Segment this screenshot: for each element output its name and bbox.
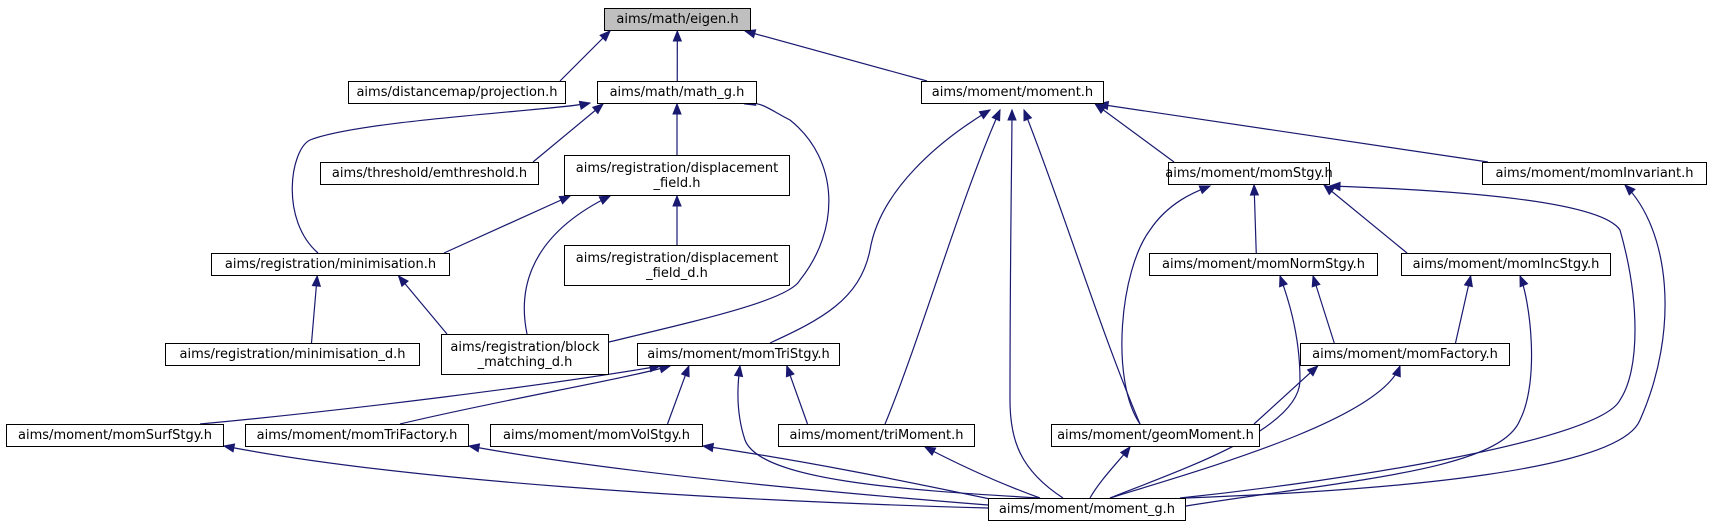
arrowhead-icon bbox=[598, 195, 612, 205]
arrowhead-icon bbox=[591, 103, 605, 115]
node-momTriFactory[interactable]: aims/moment/momTriFactory.h bbox=[245, 424, 469, 447]
edge-geomMoment-to-moment bbox=[1023, 109, 1141, 425]
arrowhead-icon bbox=[578, 100, 592, 111]
edge-geomMoment-to-momStgy bbox=[1121, 185, 1211, 425]
node-momInvariant[interactable]: aims/moment/momInvariant.h bbox=[1482, 162, 1707, 185]
edge-momInvariant-to-moment bbox=[1097, 103, 1489, 163]
node-momSurfStgy[interactable]: aims/moment/momSurfStgy.h bbox=[6, 424, 224, 447]
node-displacement_field_d[interactable]: aims/registration/displacement _field_d.… bbox=[564, 245, 790, 286]
edge-momStgy-to-moment bbox=[1094, 103, 1175, 163]
arrowhead-icon bbox=[672, 194, 682, 207]
edge-momSurfStgy-to-momTriStgy bbox=[199, 365, 661, 425]
arrowhead-icon bbox=[558, 195, 572, 205]
edge-moment_g-to-moment bbox=[1009, 109, 1064, 499]
node-eigen: aims/math/eigen.h bbox=[604, 8, 751, 31]
node-block_matching_d[interactable]: aims/registration/block _matching_d.h bbox=[441, 334, 609, 375]
arrowhead-icon bbox=[672, 102, 682, 115]
arrowhead-icon bbox=[1322, 184, 1336, 196]
node-emthreshold[interactable]: aims/threshold/emthreshold.h bbox=[320, 162, 539, 185]
node-projection[interactable]: aims/distancemap/projection.h bbox=[348, 81, 566, 104]
edge-block_matching_d-to-displacement_field bbox=[523, 195, 611, 335]
edge-moment_g-to-momSurfStgy bbox=[223, 445, 989, 509]
edge-momFactory-to-momIncStgy bbox=[1454, 275, 1472, 344]
arrowhead-icon bbox=[1311, 274, 1321, 288]
edge-moment_g-to-momIncStgy bbox=[1185, 275, 1533, 507]
node-momNormStgy[interactable]: aims/moment/momNormStgy.h bbox=[1149, 253, 1378, 276]
edge-minimisation-to-displacement_field bbox=[443, 195, 571, 254]
node-minimisation[interactable]: aims/registration/minimisation.h bbox=[211, 253, 450, 276]
edge-emthreshold-to-math_g bbox=[532, 103, 604, 163]
edge-block_matching_d-to-math_g bbox=[608, 102, 830, 343]
arrowhead-icon bbox=[1306, 365, 1319, 377]
edge-moment_g-to-triMoment bbox=[924, 446, 1041, 499]
edge-momNormStgy-to-momStgy bbox=[1253, 184, 1257, 254]
edge-projection-to-eigen bbox=[559, 30, 611, 82]
node-geomMoment[interactable]: aims/moment/geomMoment.h bbox=[1051, 424, 1260, 447]
edge-moment_g-to-momStgy bbox=[1179, 185, 1636, 499]
arrowhead-icon bbox=[733, 364, 744, 378]
node-momTriStgy[interactable]: aims/moment/momTriStgy.h bbox=[637, 343, 840, 366]
edge-moment_g-to-momTriStgy bbox=[737, 365, 1041, 499]
edge-triMoment-to-moment bbox=[884, 109, 1001, 425]
edge-moment_g-to-momNormStgy bbox=[1109, 275, 1301, 499]
arrowhead-icon bbox=[311, 274, 322, 287]
arrowhead-icon bbox=[680, 364, 690, 378]
arrowhead-icon bbox=[1119, 445, 1131, 459]
node-momFactory[interactable]: aims/moment/momFactory.h bbox=[1300, 343, 1510, 366]
arrowhead-icon bbox=[1279, 274, 1288, 288]
arrowhead-icon bbox=[1328, 181, 1341, 192]
node-momVolStgy[interactable]: aims/moment/momVolStgy.h bbox=[490, 424, 703, 447]
arrowhead-icon bbox=[923, 446, 937, 457]
node-math_g[interactable]: aims/math/math_g.h bbox=[597, 81, 757, 104]
arrowhead-icon bbox=[397, 274, 409, 288]
node-momStgy[interactable]: aims/moment/momStgy.h bbox=[1165, 162, 1333, 185]
edge-minimisation_d-to-minimisation bbox=[310, 275, 318, 344]
arrowhead-icon bbox=[1198, 185, 1212, 195]
edge-moment-to-eigen bbox=[744, 30, 928, 82]
node-triMoment[interactable]: aims/moment/triMoment.h bbox=[778, 424, 975, 447]
node-moment[interactable]: aims/moment/moment.h bbox=[921, 81, 1104, 104]
node-minimisation_d[interactable]: aims/registration/minimisation_d.h bbox=[165, 343, 420, 366]
edge-momTriStgy-to-moment bbox=[769, 109, 991, 344]
edge-block_matching_d-to-minimisation bbox=[398, 275, 448, 335]
arrowhead-icon bbox=[991, 108, 1001, 122]
arrowhead-icon bbox=[1023, 108, 1033, 122]
arrowhead-icon bbox=[222, 443, 236, 453]
edge-geomMoment-to-momFactory bbox=[1253, 365, 1319, 425]
arrowhead-icon bbox=[1519, 274, 1529, 288]
arrowhead-icon bbox=[1391, 364, 1401, 378]
edge-moment_g-to-momVolStgy bbox=[702, 445, 996, 501]
arrowhead-icon bbox=[658, 364, 672, 374]
arrowhead-icon bbox=[467, 443, 481, 453]
arrowhead-icon bbox=[599, 30, 611, 42]
edge-moment_g-to-momFactory bbox=[1109, 365, 1401, 499]
arrowhead-icon bbox=[1249, 183, 1260, 196]
arrowhead-icon bbox=[672, 29, 683, 42]
arrowhead-icon bbox=[1007, 108, 1017, 121]
arrowhead-icon bbox=[785, 364, 795, 378]
edge-momIncStgy-to-momStgy bbox=[1323, 184, 1408, 254]
edge-minimisation-to-math_g bbox=[291, 102, 591, 254]
node-moment_g[interactable]: aims/moment/moment_g.h bbox=[988, 498, 1186, 521]
node-momIncStgy[interactable]: aims/moment/momIncStgy.h bbox=[1401, 253, 1611, 276]
edge-moment_g-to-momInvariant bbox=[1185, 184, 1666, 499]
arrowhead-icon bbox=[978, 109, 992, 120]
arrowhead-icon bbox=[1624, 184, 1636, 196]
arrowhead-icon bbox=[701, 442, 715, 453]
edge-momTriFactory-to-momTriStgy bbox=[399, 365, 671, 425]
edge-moment_g-to-momTriFactory bbox=[468, 445, 989, 506]
edge-momFactory-to-momNormStgy bbox=[1312, 275, 1335, 344]
node-displacement_field[interactable]: aims/registration/displacement _field.h bbox=[564, 155, 790, 196]
arrowhead-icon bbox=[1463, 274, 1473, 288]
